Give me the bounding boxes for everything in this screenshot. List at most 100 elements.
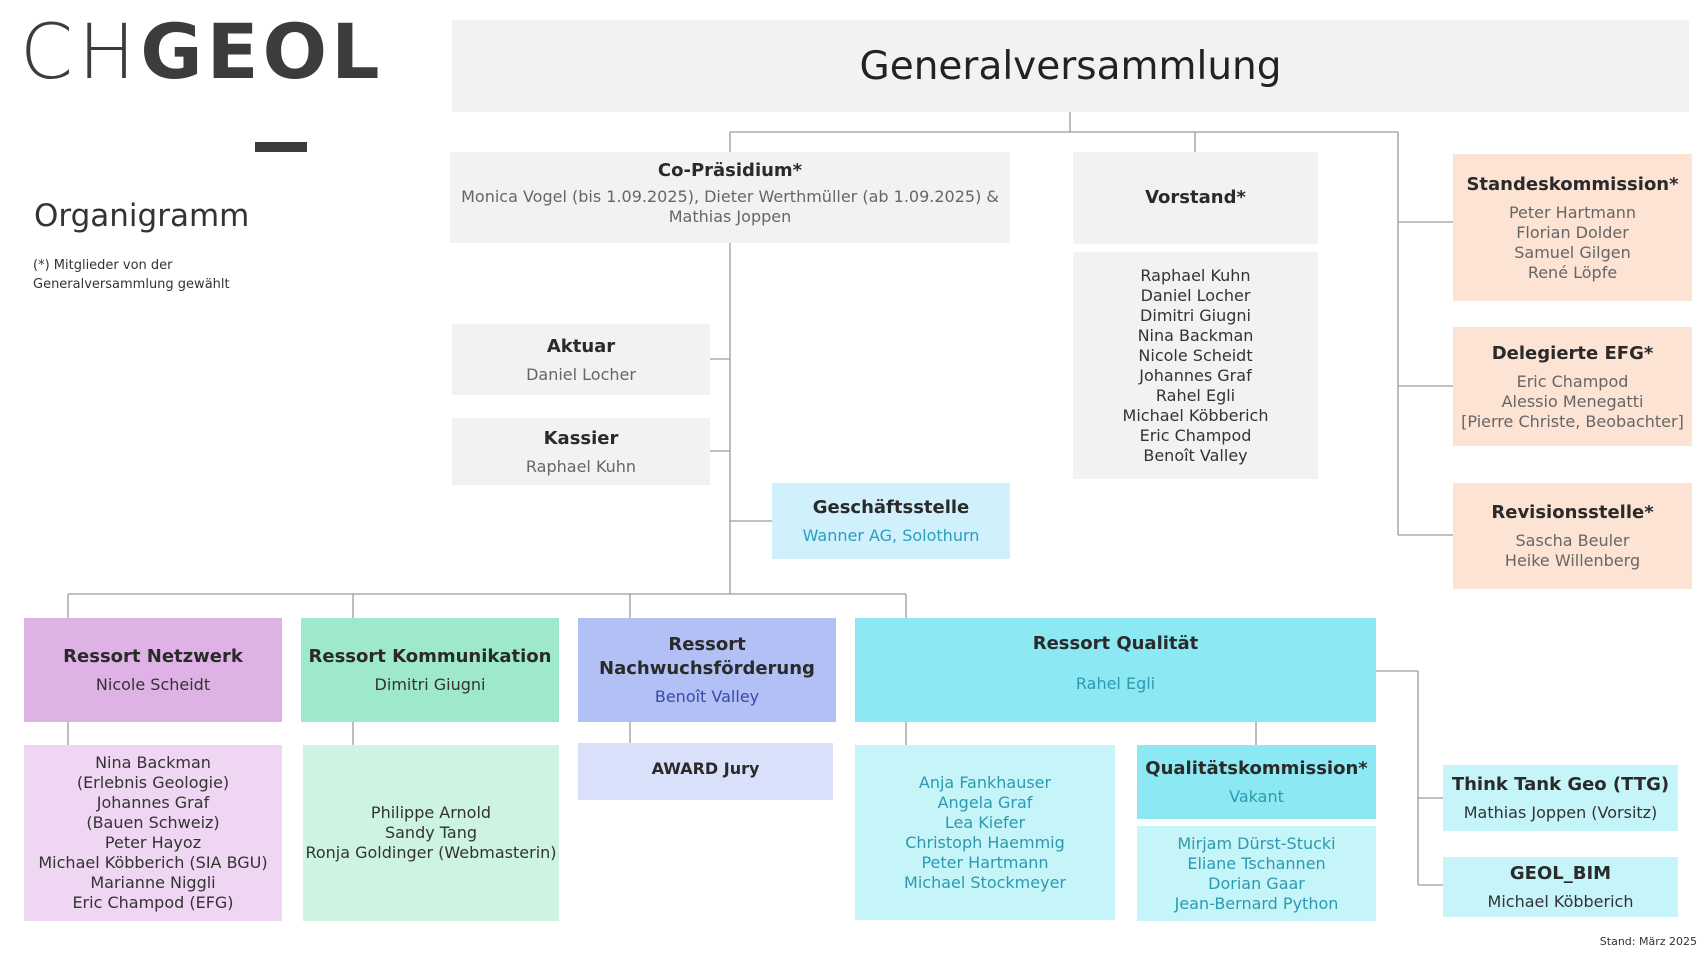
aktuar-title: Aktuar [546, 335, 616, 357]
member: (Erlebnis Geologie) [76, 773, 230, 792]
member: Eric Champod [1139, 425, 1252, 445]
qualitaetskommission-box: Qualitätskommission* Vakant [1137, 745, 1376, 819]
member: Eric Champod (EFG) [72, 893, 234, 912]
member: Eliane Tschannen [1187, 853, 1326, 873]
ressort-kommunikation-members: Philippe Arnold Sandy Tang Ronja Golding… [305, 803, 556, 863]
member: Rahel Egli [1155, 385, 1236, 405]
kassier-box: Kassier Raphael Kuhn [452, 418, 710, 485]
member: Michael Stockmeyer [904, 872, 1066, 892]
member: Christoph Haemmig [905, 832, 1065, 852]
ressort-kommunikation-members-box: Philippe Arnold Sandy Tang Ronja Golding… [303, 745, 559, 921]
member: Benoît Valley [1143, 445, 1248, 465]
vorstand-title: Vorstand* [1145, 187, 1246, 208]
logo-bar [255, 142, 307, 152]
member: Florian Dolder [1516, 222, 1629, 242]
geschaeftsstelle-title: Geschäftsstelle [812, 497, 970, 518]
member: Johannes Graf [1139, 365, 1252, 385]
member: Nicole Scheidt [1138, 345, 1253, 365]
generalversammlung-title: Generalversammlung [859, 43, 1282, 89]
member: Monica Vogel (bis 1.09.2025), Dieter Wer… [461, 187, 999, 206]
chgeol-logo: CHGEOL [20, 14, 384, 90]
ressort-netzwerk-members-box: Nina Backman (Erlebnis Geologie) Johanne… [24, 745, 282, 921]
member: Jean-Bernard Python [1174, 893, 1339, 913]
member: Samuel Gilgen [1514, 242, 1631, 262]
member: Marianne Niggli [90, 873, 216, 892]
qualitaetskommission-members-box: Mirjam Dürst-Stucki Eliane Tschannen Dor… [1137, 826, 1376, 921]
co-praesidium-members: Monica Vogel (bis 1.09.2025), Dieter Wer… [461, 187, 999, 227]
ressort-qualitaet-title: Ressort Qualität [1032, 633, 1199, 654]
ressort-kommunikation-box: Ressort Kommunikation Dimitri Giugni [301, 618, 559, 722]
member: Peter Hartmann [921, 852, 1049, 872]
ressort-qualitaet-members: Anja Fankhauser Angela Graf Lea Kiefer C… [904, 773, 1066, 893]
revisionsstelle-box: Revisionsstelle* Sascha Beuler Heike Wil… [1453, 483, 1692, 589]
standeskommission-box: Standeskommission* Peter Hartmann Floria… [1453, 154, 1692, 301]
ressort-kommunikation-title: Ressort Kommunikation [308, 646, 552, 667]
vorstand-members: Raphael Kuhn Daniel Locher Dimitri Giugn… [1123, 266, 1269, 466]
co-praesidium-title: Co-Präsidium* [657, 160, 803, 181]
award-jury-box: AWARD Jury [578, 743, 833, 800]
member: Angela Graf [937, 792, 1033, 812]
member: Michael Köbberich [1122, 405, 1269, 425]
member: Eric Champod [1516, 371, 1629, 391]
logo-text-geol: GEOL [140, 7, 384, 96]
stand-date: Stand: März 2025 [1599, 935, 1697, 948]
member: Anja Fankhauser [918, 772, 1052, 792]
delegierte-efg-members: Eric Champod Alessio Menegatti [Pierre C… [1461, 372, 1684, 432]
think-tank-box: Think Tank Geo (TTG) Mathias Joppen (Vor… [1443, 765, 1678, 831]
member: Peter Hayoz [104, 833, 202, 852]
ressort-nachwuchs-title: Ressort Nachwuchsförderung [599, 634, 815, 679]
generalversammlung-box: Generalversammlung [452, 20, 1689, 112]
member: Mirjam Dürst-Stucki [1177, 833, 1336, 853]
geol-bim-member: Michael Köbberich [1487, 892, 1634, 911]
member: Dimitri Giugni [1140, 305, 1251, 325]
co-praesidium-box: Co-Präsidium* Monica Vogel (bis 1.09.202… [450, 152, 1010, 243]
ressort-netzwerk-box: Ressort Netzwerk Nicole Scheidt [24, 618, 282, 722]
member: Sandy Tang [384, 823, 478, 842]
vorstand-box: Vorstand* [1073, 152, 1318, 244]
member: [Pierre Christe, Beobachter] [1461, 411, 1684, 431]
member: René Löpfe [1527, 262, 1618, 282]
member: Nina Backman [1137, 325, 1254, 345]
ressort-nachwuchs-box: Ressort Nachwuchsförderung Benoît Valley [578, 618, 836, 722]
revisionsstelle-members: Sascha Beuler Heike Willenberg [1505, 531, 1640, 571]
aktuar-box: Aktuar Daniel Locher [452, 324, 710, 395]
member: Daniel Locher [1140, 285, 1251, 305]
member: (Bauen Schweiz) [86, 813, 220, 832]
ressort-netzwerk-lead: Nicole Scheidt [95, 675, 211, 694]
ressort-netzwerk-title: Ressort Netzwerk [63, 646, 243, 667]
geol-bim-box: GEOL_BIM Michael Köbberich [1443, 857, 1678, 917]
delegierte-efg-title: Delegierte EFG* [1491, 342, 1654, 364]
member: Peter Hartmann [1508, 202, 1637, 222]
logo-text-ch: CH [20, 7, 141, 96]
ressort-qualitaet-lead: Rahel Egli [1075, 674, 1156, 693]
qualitaetskommission-title: Qualitätskommission* [1145, 758, 1368, 779]
vorstand-members-box: Raphael Kuhn Daniel Locher Dimitri Giugn… [1073, 252, 1318, 479]
qualitaetskommission-lead: Vakant [1229, 787, 1284, 806]
member: Philippe Arnold [370, 803, 492, 822]
standeskommission-members: Peter Hartmann Florian Dolder Samuel Gil… [1509, 203, 1636, 283]
think-tank-member: Mathias Joppen (Vorsitz) [1463, 803, 1658, 822]
note: (*) Mitglieder von der Generalversammlun… [33, 258, 230, 292]
think-tank-title: Think Tank Geo (TTG) [1451, 774, 1670, 795]
member: Ronja Goldinger (Webmasterin) [305, 843, 557, 862]
member: Johannes Graf [96, 793, 210, 812]
delegierte-efg-box: Delegierte EFG* Eric Champod Alessio Men… [1453, 327, 1692, 446]
member: Mathias Joppen [668, 207, 792, 226]
kassier-member: Raphael Kuhn [525, 456, 637, 476]
member: Raphael Kuhn [1140, 265, 1251, 285]
geol-bim-title: GEOL_BIM [1509, 863, 1612, 884]
qualitaetskommission-members: Mirjam Dürst-Stucki Eliane Tschannen Dor… [1175, 834, 1339, 914]
ressort-nachwuchs-lead: Benoît Valley [654, 687, 760, 706]
ressort-qualitaet-box: Ressort Qualität Rahel Egli [855, 618, 1376, 722]
member: Nina Backman [95, 753, 211, 772]
member: Dorian Gaar [1208, 873, 1305, 893]
ressort-kommunikation-lead: Dimitri Giugni [374, 675, 486, 694]
page-title: Organigramm [34, 198, 250, 234]
member: Michael Köbberich (SIA BGU) [38, 853, 268, 872]
geschaeftsstelle-box: Geschäftsstelle Wanner AG, Solothurn [772, 483, 1010, 559]
ressort-qualitaet-members-box: Anja Fankhauser Angela Graf Lea Kiefer C… [855, 745, 1115, 920]
member: Heike Willenberg [1504, 551, 1641, 570]
member: Alessio Menegatti [1501, 391, 1644, 411]
award-jury-title: AWARD Jury [651, 759, 760, 778]
